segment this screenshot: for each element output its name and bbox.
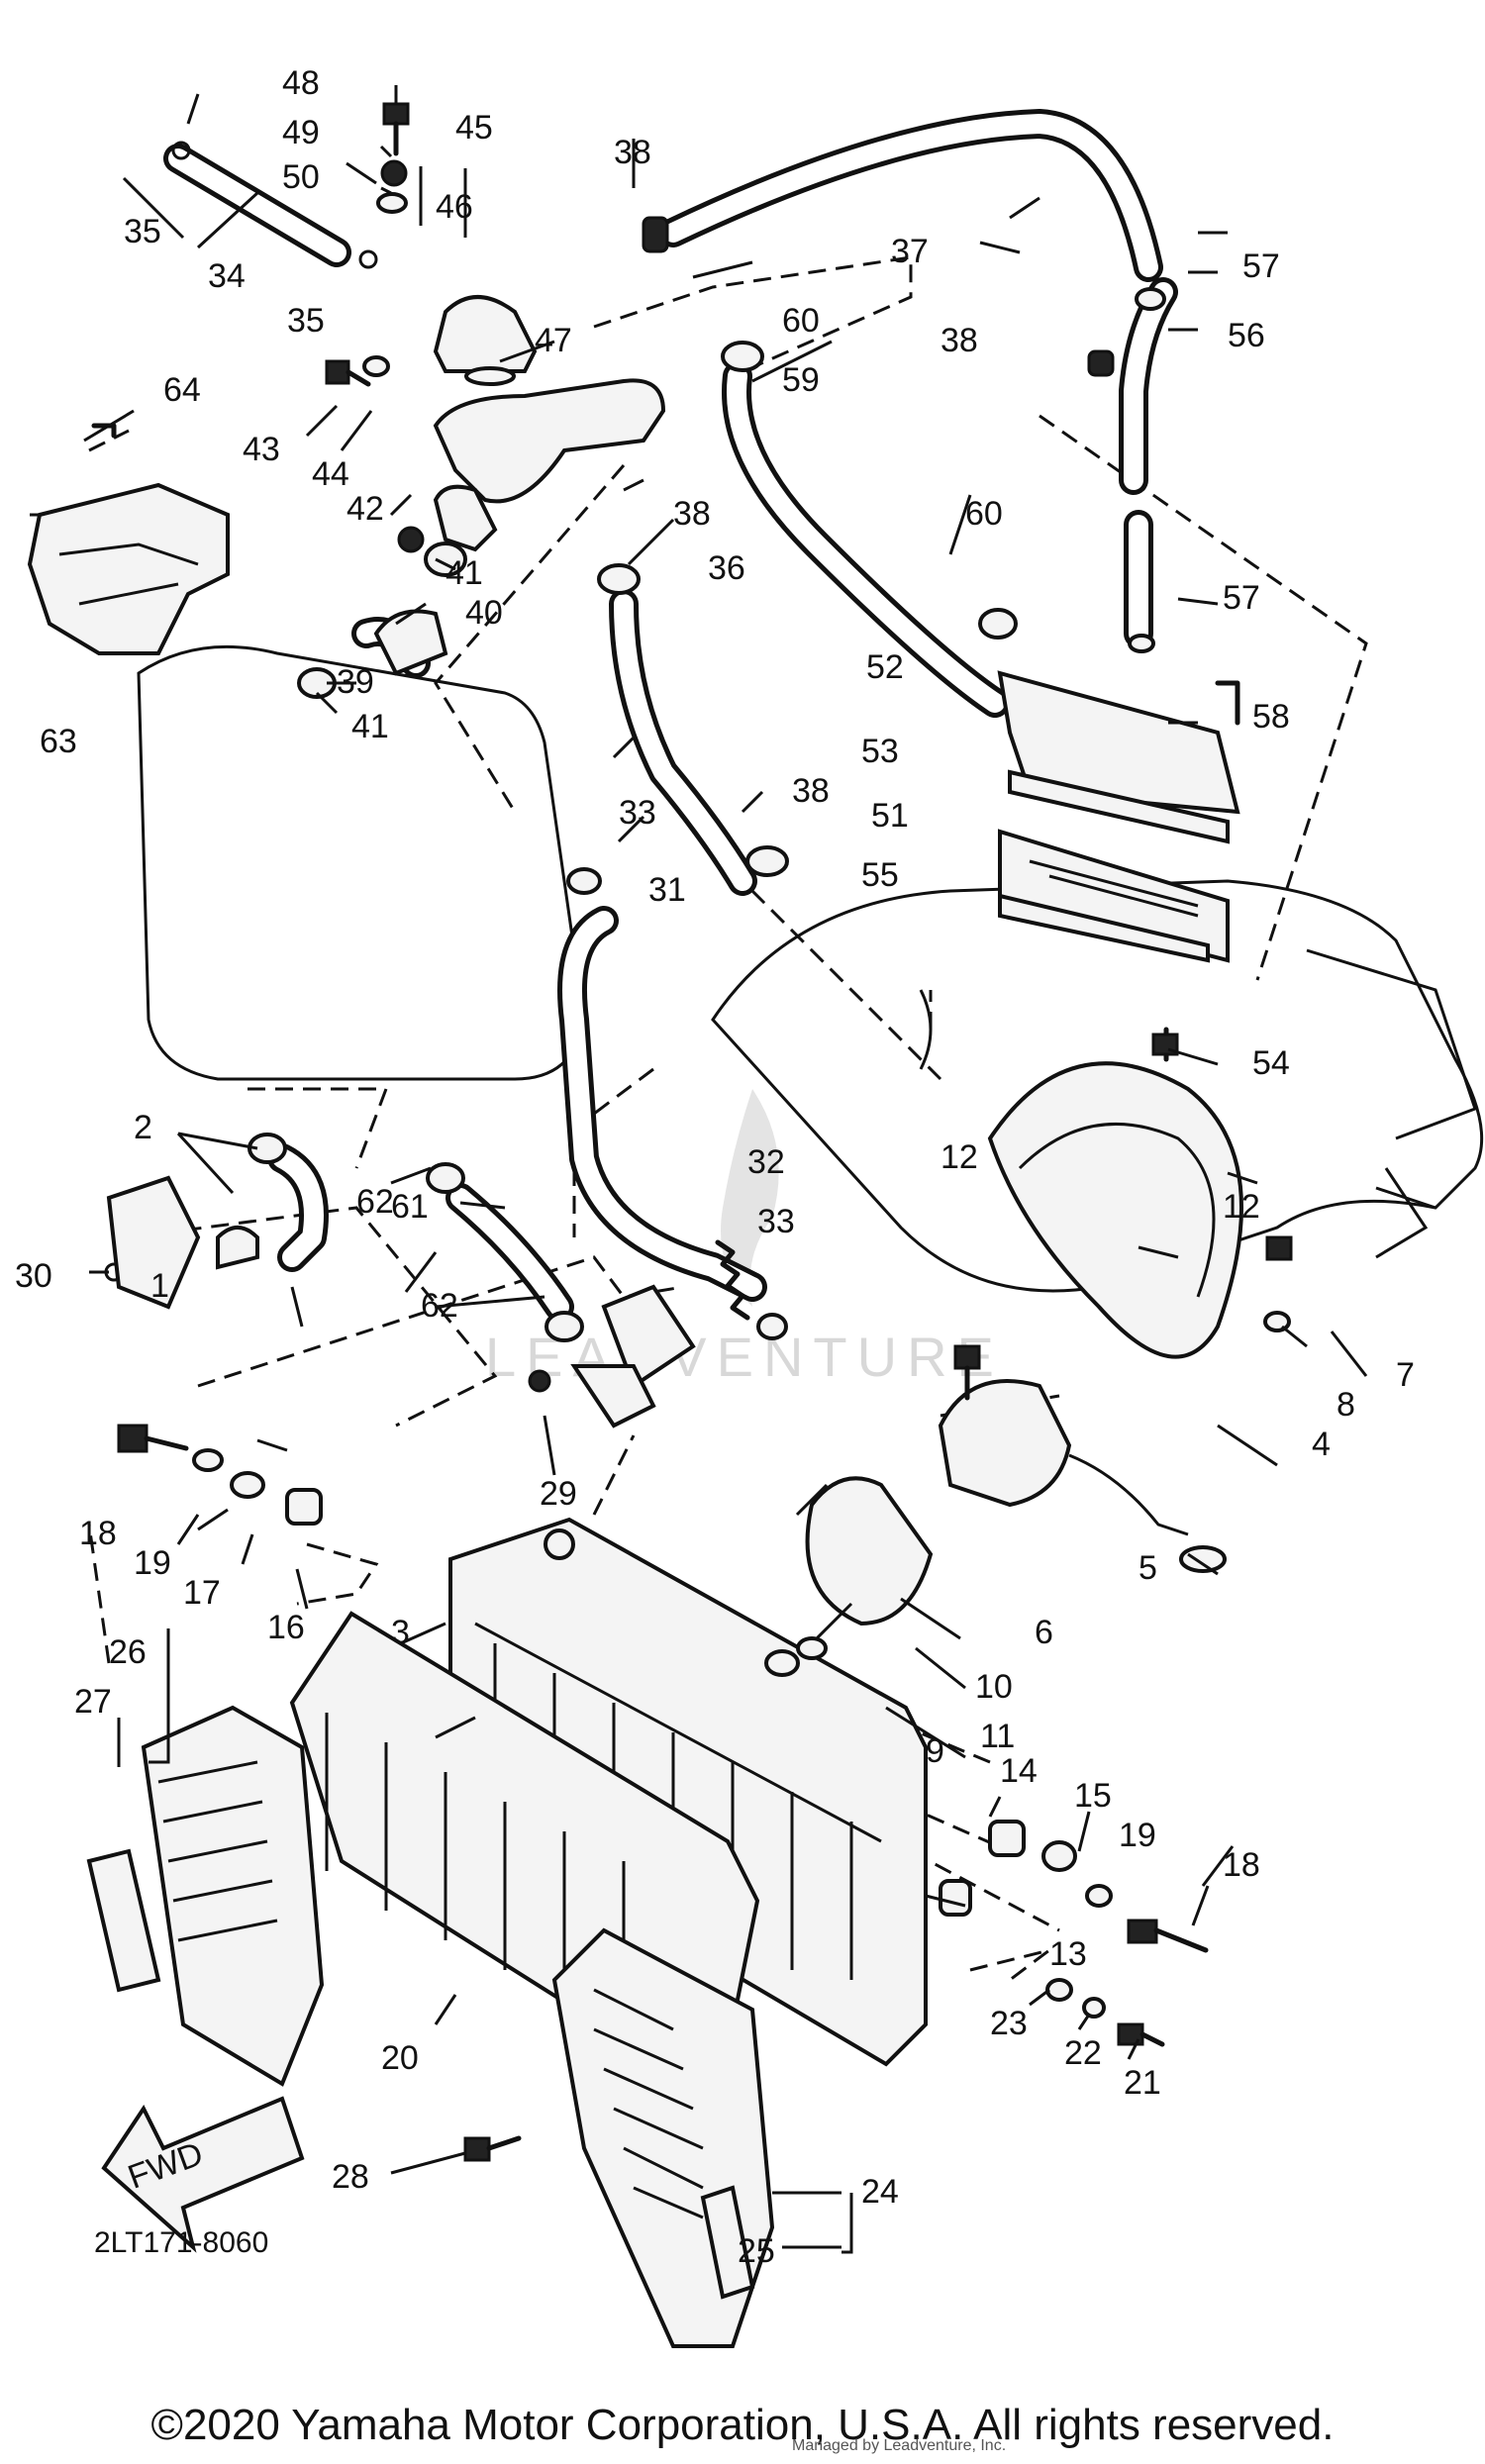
callout-24: 24 <box>861 2173 899 2211</box>
callout-45: 45 <box>455 109 493 147</box>
callout-57b: 57 <box>1223 579 1260 617</box>
callout-21: 21 <box>1124 2064 1161 2102</box>
callout-41b: 41 <box>351 708 389 745</box>
callout-41a: 41 <box>446 554 483 592</box>
callout-30: 30 <box>15 1257 52 1295</box>
watermark: LEADVENTURE <box>485 1089 994 1388</box>
managed-by-credit: Managed by Leadventure, Inc. <box>792 2437 1007 2454</box>
callout-56: 56 <box>1228 317 1265 354</box>
callout-39: 39 <box>337 663 374 701</box>
callout-11: 11 <box>980 1718 1015 1755</box>
callout-8: 8 <box>1336 1386 1355 1424</box>
callout-51: 51 <box>871 797 909 835</box>
callout-18b: 18 <box>1223 1846 1260 1884</box>
leader-lines <box>83 85 1368 2254</box>
callout-57a: 57 <box>1242 247 1280 285</box>
forward-arrow <box>101 2096 305 2253</box>
callout-61: 61 <box>391 1188 429 1226</box>
radiator-cap-assembly <box>997 670 1240 963</box>
callout-1: 1 <box>150 1267 169 1305</box>
callout-25: 25 <box>738 2232 775 2270</box>
callout-33a: 33 <box>619 794 656 832</box>
callout-35b: 35 <box>287 302 325 340</box>
callout-16: 16 <box>267 1609 305 1646</box>
callout-18a: 18 <box>79 1515 117 1552</box>
spring-32 <box>715 1239 750 1321</box>
callout-26: 26 <box>109 1633 147 1671</box>
callout-labels: 1 2 3 4 5 6 7 8 9 10 11 12 12 13 14 15 1… <box>15 64 1415 2270</box>
callout-38a: 38 <box>614 134 651 171</box>
callout-47: 47 <box>535 322 572 359</box>
callout-12b: 12 <box>1223 1188 1260 1226</box>
callout-62b: 62 <box>421 1287 458 1325</box>
callout-36: 36 <box>708 549 745 587</box>
side-cover-left <box>86 1705 325 2087</box>
fan-shroud-and-motor <box>795 1061 1293 1645</box>
callout-13: 13 <box>1049 1935 1087 1973</box>
callout-10: 10 <box>975 1668 1013 1706</box>
coolant-hoses <box>163 109 1178 1322</box>
callout-35a: 35 <box>124 213 161 250</box>
callout-33b: 33 <box>757 1203 795 1240</box>
callout-14: 14 <box>1000 1752 1038 1790</box>
copyright-notice: ©2020 Yamaha Motor Corporation, U.S.A. A… <box>150 2401 1335 2449</box>
water-pump-joint <box>106 1175 696 1429</box>
callout-3: 3 <box>391 1614 410 1651</box>
callout-54: 54 <box>1252 1044 1290 1082</box>
callout-44: 44 <box>312 455 349 493</box>
callout-40: 40 <box>465 594 503 632</box>
callout-28: 28 <box>332 2158 369 2196</box>
callout-53: 53 <box>861 733 899 770</box>
callout-64: 64 <box>163 371 201 409</box>
callout-17: 17 <box>183 1574 221 1612</box>
callout-31: 31 <box>648 871 686 909</box>
callout-34: 34 <box>208 257 246 295</box>
callout-2: 2 <box>134 1109 152 1146</box>
callout-4: 4 <box>1312 1426 1331 1463</box>
callout-48: 48 <box>282 64 320 102</box>
callout-49: 49 <box>282 114 320 151</box>
callout-15: 15 <box>1074 1777 1112 1815</box>
thermostat-housing <box>373 295 666 676</box>
part-code: 2LT171-8060 <box>94 2226 268 2259</box>
callout-55: 55 <box>861 856 899 894</box>
callout-20: 20 <box>381 2039 419 2077</box>
callout-52: 52 <box>866 648 904 686</box>
callout-60b: 60 <box>965 495 1003 533</box>
callout-19b: 19 <box>1119 1817 1156 1854</box>
callout-50: 50 <box>282 158 320 196</box>
callout-38d: 38 <box>792 772 830 810</box>
callout-29: 29 <box>540 1475 577 1513</box>
callout-5: 5 <box>1138 1549 1157 1587</box>
callout-42: 42 <box>346 490 384 528</box>
callout-43: 43 <box>243 431 280 468</box>
callout-7: 7 <box>1396 1356 1415 1394</box>
lower-fasteners <box>104 1262 1209 2162</box>
callout-38b: 38 <box>940 322 978 359</box>
callout-19a: 19 <box>134 1544 171 1582</box>
reservoir-tank <box>27 482 230 655</box>
callout-27: 27 <box>74 1683 112 1721</box>
side-cover-right <box>551 1927 775 2348</box>
callout-22: 22 <box>1064 2034 1102 2072</box>
callout-32: 32 <box>747 1143 785 1181</box>
callout-60a: 60 <box>782 302 820 340</box>
callout-12a: 12 <box>940 1138 978 1176</box>
callout-23: 23 <box>990 2005 1028 2042</box>
callout-62a: 62 <box>356 1183 394 1221</box>
callout-59: 59 <box>782 361 820 399</box>
callout-6: 6 <box>1035 1614 1053 1651</box>
callout-46: 46 <box>436 188 473 226</box>
callout-58: 58 <box>1252 698 1290 736</box>
upper-fasteners <box>91 102 1240 1062</box>
callout-37: 37 <box>891 233 929 270</box>
callout-63: 63 <box>40 723 77 760</box>
callout-38c: 38 <box>673 495 711 533</box>
callout-9: 9 <box>926 1732 944 1770</box>
engine-outline <box>137 644 1484 1293</box>
